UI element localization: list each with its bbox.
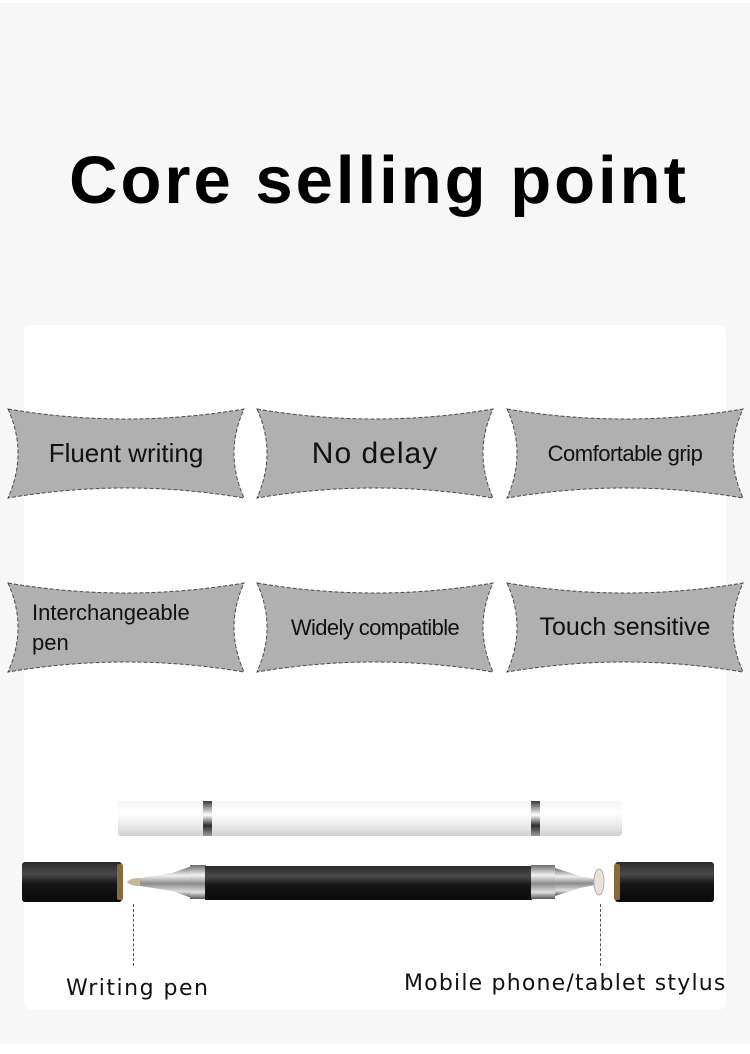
feature-badge-fluent-writing: Fluent writing [6, 407, 246, 500]
left-cap [22, 862, 123, 902]
stylus-leader-line [600, 904, 601, 966]
feature-label: Touch sensitive [539, 613, 711, 641]
badge-shape-icon [256, 582, 494, 673]
writing-pen-label: Writing pen [66, 976, 210, 1001]
right-cap [614, 862, 714, 902]
writing-pen-leader-line [133, 904, 134, 966]
stylus-pen-illustration [22, 801, 714, 902]
feature-badge-comfortable-grip: Comfortable grip [505, 407, 745, 500]
feature-label: No delay [311, 436, 439, 470]
feature-badge-interchangeable-pen: Interchangeable pen [6, 581, 246, 674]
feature-badge-no-delay: No delay [255, 407, 495, 500]
product-image [0, 790, 750, 920]
feature-label: Comfortable grip [547, 440, 703, 466]
badge-shape-icon [7, 408, 245, 499]
feature-label: Interchangeable pen [32, 599, 190, 655]
feature-badge-touch-sensitive: Touch sensitive [505, 581, 745, 674]
page-title: Core selling point [69, 143, 689, 218]
badge-shape-icon [506, 408, 744, 499]
badge-shape-icon [506, 582, 744, 673]
white-pen [118, 801, 622, 836]
top-border [0, 0, 750, 3]
feature-label: Fluent writing [48, 438, 204, 468]
bottom-border [0, 1044, 750, 1054]
black-pen [127, 865, 605, 900]
feature-label: Widely compatible [290, 614, 460, 640]
badge-shape-icon [256, 408, 494, 499]
feature-badge-widely-compatible: Widely compatible [255, 581, 495, 674]
stylus-label: Mobile phone/tablet stylus [404, 971, 727, 996]
badge-shape-icon [7, 582, 245, 673]
